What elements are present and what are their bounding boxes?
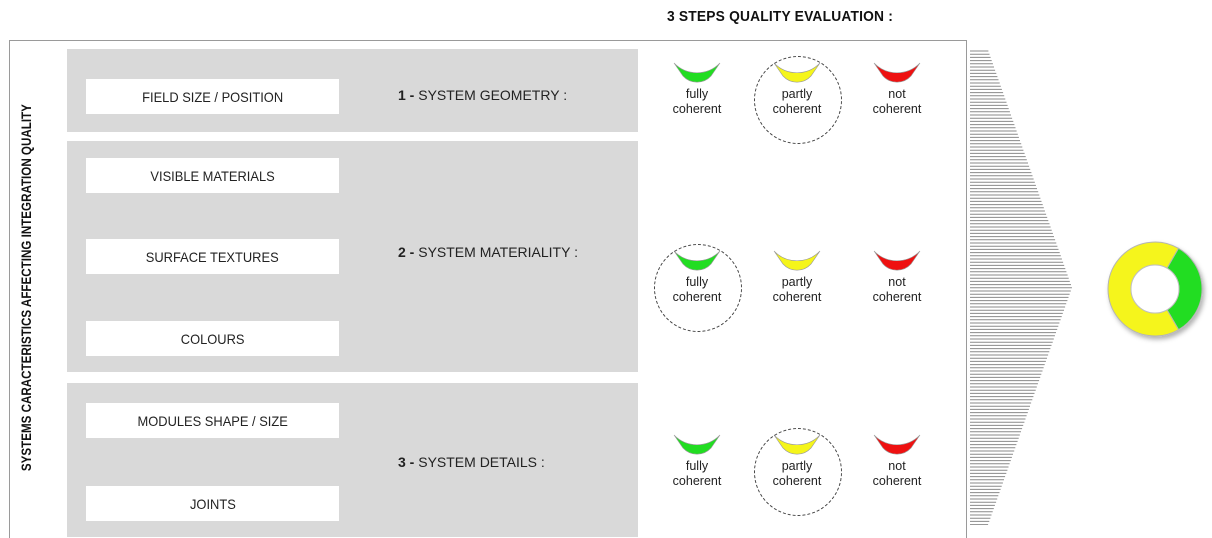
selected-rating-circle <box>754 428 842 516</box>
side-label: SYSTEMS CARACTERISTICS AFFECTING INTEGRA… <box>19 104 34 472</box>
selected-rating-circle <box>754 56 842 144</box>
donut-hole <box>1130 264 1180 314</box>
item-box: SURFACE TEXTURES <box>86 239 339 274</box>
result-donut-chart <box>1107 241 1203 337</box>
rating-arc-icon <box>873 250 921 271</box>
rating-arc-icon <box>673 62 721 83</box>
item-box: VISIBLE MATERIALS <box>86 158 339 193</box>
step-label-details: 3 - SYSTEM DETAILS : <box>398 454 545 470</box>
striped-arrow <box>970 50 1072 525</box>
item-box: FIELD SIZE / POSITION <box>86 79 339 114</box>
item-box: COLOURS <box>86 321 339 356</box>
evaluation-title: 3 STEPS QUALITY EVALUATION : <box>667 8 893 25</box>
step-label-geometry: 1 - SYSTEM GEOMETRY : <box>398 87 568 103</box>
selected-rating-circle <box>654 244 742 332</box>
rating-arc-icon <box>873 434 921 455</box>
rating-arc-icon <box>773 250 821 271</box>
step-label-materiality: 2 - SYSTEM MATERIALITY : <box>398 244 578 260</box>
item-box: MODULES SHAPE / SIZE <box>86 403 339 438</box>
item-box: JOINTS <box>86 486 339 521</box>
rating-arc-icon <box>673 434 721 455</box>
rating-arc-icon <box>873 62 921 83</box>
